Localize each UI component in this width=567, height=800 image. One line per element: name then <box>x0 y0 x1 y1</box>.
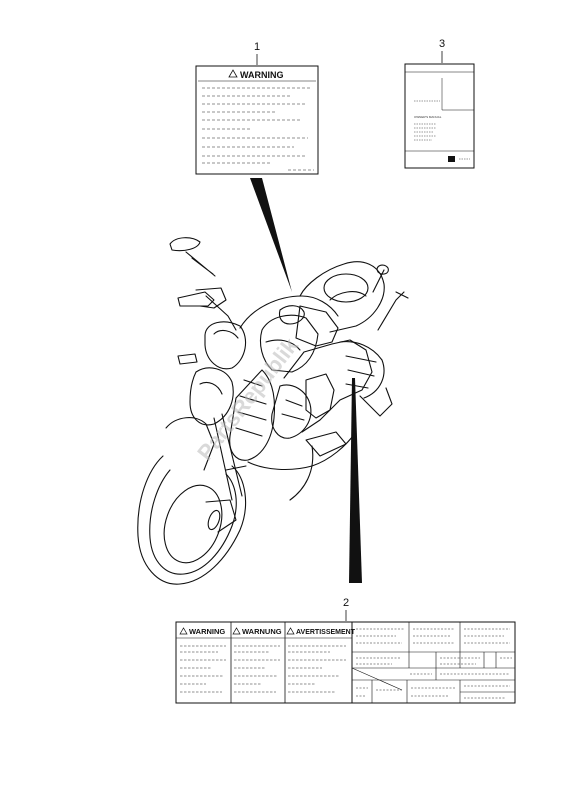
headlight <box>204 321 247 370</box>
warning-triangle-icon <box>179 627 188 635</box>
part-3-title: OWNER'S MANUAL <box>414 115 442 119</box>
motorcycle-illustration <box>137 237 409 585</box>
leader-wedge-part-1 <box>250 178 292 292</box>
warning-triangle-icon <box>232 627 241 635</box>
manufacturer-logo-icon <box>448 156 455 162</box>
leader-wedge-part-2 <box>349 378 362 583</box>
part-2-heading-1: WARNING <box>189 627 225 636</box>
part-2-text-lines <box>180 645 346 693</box>
warning-triangle-icon <box>286 627 295 635</box>
part-1-text-lines <box>202 87 314 171</box>
left-mirror <box>169 237 201 252</box>
part-3-owners-manual[interactable]: OWNER'S MANUAL <box>404 63 475 169</box>
part-1-warning-label[interactable]: WARNING <box>195 65 319 175</box>
front-wheel <box>137 455 247 585</box>
warning-triangle-icon <box>228 69 238 78</box>
callout-3[interactable]: 3 <box>439 38 445 50</box>
turn-signal-left <box>177 353 198 365</box>
watermark: PartsRepublik <box>192 333 303 466</box>
part-2-info-tables <box>351 622 515 703</box>
callout-1[interactable]: 1 <box>254 41 260 53</box>
callout-2[interactable]: 2 <box>343 597 349 609</box>
part-1-heading: WARNING <box>240 70 284 80</box>
part-2-label-set[interactable]: WARNING WARNUNG AVERTISSEMENT <box>175 621 516 704</box>
part-2-heading-2: WARNUNG <box>242 627 282 636</box>
part-2-heading-3: AVERTISSEMENT <box>296 629 356 636</box>
